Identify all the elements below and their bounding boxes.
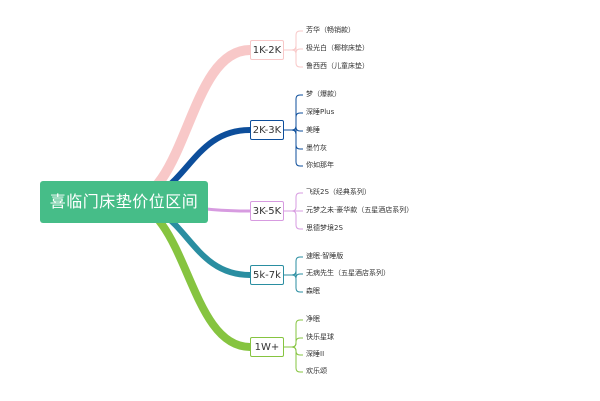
leaf-connector xyxy=(284,346,303,373)
leaf-item[interactable]: 梦（爆款） xyxy=(306,90,341,98)
leaf-item[interactable]: 飞跃2S（经典系列） xyxy=(306,188,371,196)
root-topic[interactable]: 喜临门床垫价位区间 xyxy=(40,181,208,223)
leaf-connector xyxy=(284,274,303,293)
leaf-item[interactable]: 墨竹灰 xyxy=(306,144,327,152)
leaf-item[interactable]: 净眠 xyxy=(306,315,320,323)
leaf-connector xyxy=(284,129,303,167)
leaf-item[interactable]: 森眠 xyxy=(306,287,320,295)
leaf-item[interactable]: 速眠·智睡版 xyxy=(306,252,344,260)
category-node-2k-3k[interactable]: 2K-3K xyxy=(250,120,284,140)
leaf-connector xyxy=(284,256,303,276)
leaf-item[interactable]: 鲁西西（儿童床垫） xyxy=(306,62,369,70)
leaf-item[interactable]: 无病先生（五星酒店系列） xyxy=(306,269,390,277)
leaf-connector xyxy=(284,319,303,348)
leaf-item[interactable]: 极光白（椰棕床垫） xyxy=(306,44,369,52)
leaf-connector xyxy=(284,30,303,51)
category-node-3k-5k[interactable]: 3K-5K xyxy=(250,201,284,221)
leaf-item[interactable]: 思德梦境2S xyxy=(306,224,343,232)
leaf-connector xyxy=(284,49,303,68)
leaf-connector xyxy=(284,346,303,356)
leaf-item[interactable]: 欢乐颂 xyxy=(306,367,327,375)
category-node-5k-7k[interactable]: 5k-7k xyxy=(250,265,284,285)
leaf-connector xyxy=(284,192,303,212)
leaf-connector xyxy=(284,112,303,131)
leaf-item[interactable]: 深睡II xyxy=(306,350,325,358)
leaf-item[interactable]: 深睡Plus xyxy=(306,108,335,116)
branch-connector xyxy=(120,45,255,207)
leaf-item[interactable]: 快乐星球 xyxy=(306,333,334,341)
leaf-item[interactable]: 美睡 xyxy=(306,126,320,134)
leaf-item[interactable]: 元梦之未·豪华款（五星酒店系列） xyxy=(306,206,414,214)
leaf-connector xyxy=(284,129,303,150)
leaf-item[interactable]: 你如那年 xyxy=(306,161,334,169)
leaf-connector xyxy=(284,210,303,230)
leaf-connector xyxy=(284,337,303,348)
leaf-item[interactable]: 芳华（畅销款） xyxy=(306,26,355,34)
category-node-1k-2k[interactable]: 1K-2K xyxy=(250,40,284,60)
category-node-1w-plus[interactable]: 1W+ xyxy=(250,337,284,357)
